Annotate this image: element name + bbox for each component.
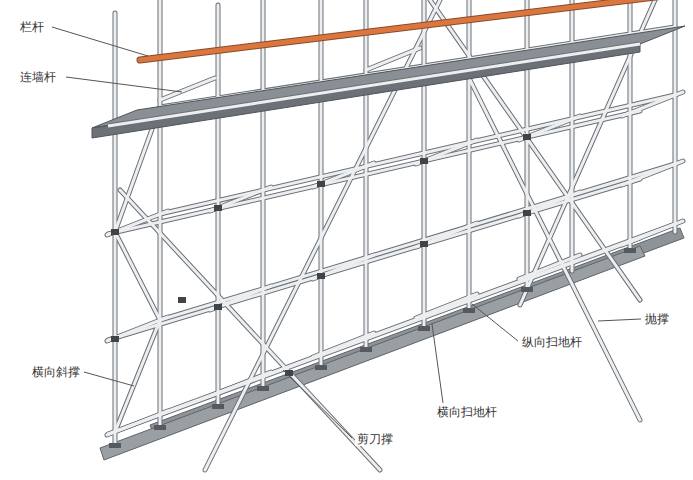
part-label: 横向斜撑	[30, 365, 82, 379]
part-label: 横向扫地杆	[435, 405, 499, 419]
ground-plank	[100, 246, 645, 460]
guard-rail	[140, 0, 680, 60]
part-label: 纵向扫地杆	[520, 335, 584, 349]
platform-board	[92, 26, 685, 128]
part-label: 栏杆	[18, 20, 46, 34]
guard-rail	[140, 0, 680, 60]
clamps	[111, 134, 531, 376]
part-label: 抛撑	[643, 312, 671, 326]
base-plates	[109, 248, 636, 448]
leader-lines	[52, 27, 641, 438]
part-label: 连墙杆	[18, 70, 58, 84]
part-label: 剪刀撑	[355, 432, 395, 446]
